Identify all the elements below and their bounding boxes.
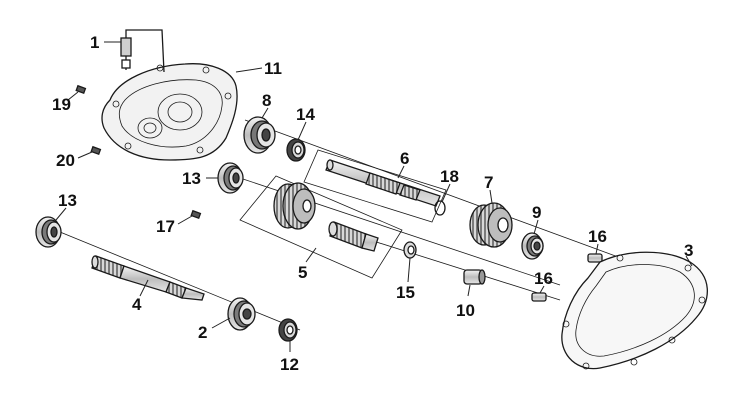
washer-15 xyxy=(403,241,417,259)
bearing-13-lower xyxy=(35,216,62,248)
breather-tube xyxy=(120,29,165,73)
leader-lines xyxy=(55,41,693,352)
bearing-8 xyxy=(243,116,276,154)
callout-16-upper: 16 xyxy=(588,227,607,246)
callout-20: 20 xyxy=(56,151,75,170)
bolt-19 xyxy=(75,84,87,95)
callout-12: 12 xyxy=(280,355,299,374)
callout-17: 17 xyxy=(156,217,175,236)
main-shaft-4 xyxy=(91,255,205,301)
callout-6: 6 xyxy=(400,149,409,168)
crankcase-cover xyxy=(101,63,238,161)
callout-1: 1 xyxy=(90,33,99,52)
callout-13-left: 13 xyxy=(58,191,77,210)
dowel-pin-16-upper xyxy=(587,253,603,263)
oil-seal-14 xyxy=(286,138,306,162)
callout-15: 15 xyxy=(396,283,415,302)
circlip-18 xyxy=(434,200,446,216)
callout-16-lower: 16 xyxy=(534,269,553,288)
bearing-2 xyxy=(227,297,256,331)
callout-19: 19 xyxy=(52,95,71,114)
callout-numbers: 1 2 3 4 5 6 7 8 9 10 11 12 13 13 14 15 1… xyxy=(52,33,693,374)
callout-8: 8 xyxy=(262,91,271,110)
callout-10: 10 xyxy=(456,301,475,320)
callout-7: 7 xyxy=(484,173,493,192)
callout-9: 9 xyxy=(532,203,541,222)
callout-4: 4 xyxy=(132,295,142,314)
bolt-17 xyxy=(190,209,202,220)
bolt-20 xyxy=(90,145,102,156)
dowel-pin-16-lower xyxy=(531,292,547,302)
gear-set-5 xyxy=(273,182,379,252)
callout-18: 18 xyxy=(440,167,459,186)
bushing-10 xyxy=(463,269,486,285)
callout-5: 5 xyxy=(298,263,307,282)
callout-11: 11 xyxy=(264,59,282,78)
callout-14: 14 xyxy=(296,105,315,124)
bearing-13-upper xyxy=(217,162,244,194)
drive-shaft-6-frame xyxy=(303,149,447,223)
callout-3: 3 xyxy=(684,241,693,260)
gasket-3 xyxy=(561,251,708,370)
oil-seal-12 xyxy=(278,318,298,342)
gear-7 xyxy=(469,202,513,248)
callout-13-upper: 13 xyxy=(182,169,201,188)
bearing-9 xyxy=(521,232,544,260)
drive-shaft-6 xyxy=(325,159,441,207)
callout-2: 2 xyxy=(198,323,207,342)
gear-set-5-frame xyxy=(239,175,403,279)
